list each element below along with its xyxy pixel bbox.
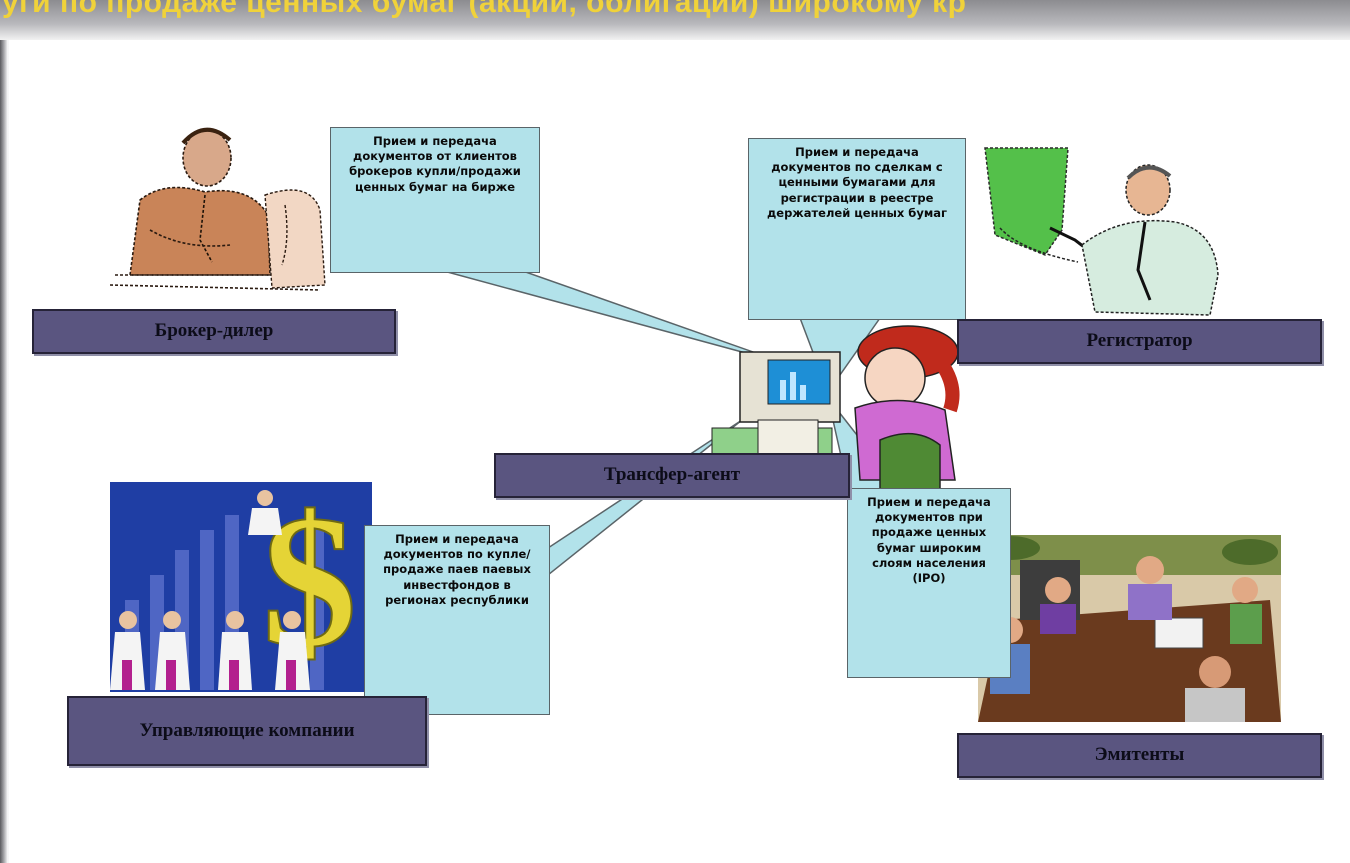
left-edge-decoration <box>0 40 8 863</box>
management-companies-label: Управляющие компании <box>67 696 427 766</box>
transfer-agent-label: Трансфер-агент <box>494 453 850 498</box>
broker-dealer-label: Брокер-дилер <box>32 309 396 354</box>
page-title: уги по продаже ценных бумаг (акции, обли… <box>2 0 967 19</box>
broker-callout: Прием и передача документов от клиентов … <box>330 127 540 273</box>
issuers-label: Эмитенты <box>957 733 1322 778</box>
issuers-callout: Прием и передача документов при продаже … <box>847 488 1011 678</box>
title-band: уги по продаже ценных бумаг (акции, обли… <box>0 0 1350 40</box>
registrar-callout: Прием и передача документов по сделкам с… <box>748 138 966 320</box>
svg-text:$: $ <box>262 477 357 687</box>
management-callout: Прием и передача документов по купле/про… <box>364 525 550 715</box>
registrar-label: Регистратор <box>957 319 1322 364</box>
